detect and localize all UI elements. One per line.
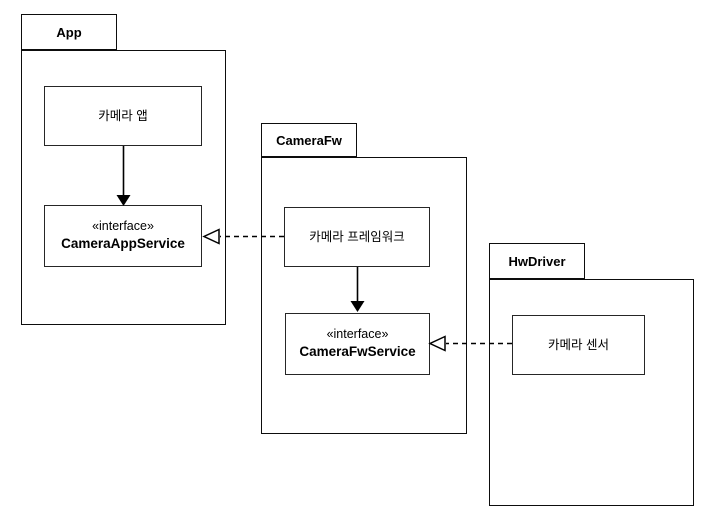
package-body-camerafw — [261, 157, 467, 434]
package-tab-hwdriver: HwDriver — [489, 243, 585, 279]
package-label-app: App — [56, 24, 82, 40]
node-camera-app-service-label: CameraAppService — [61, 236, 185, 252]
package-tab-camerafw: CameraFw — [261, 123, 357, 157]
node-camera-sensor-label: 카메라 센서 — [548, 337, 609, 352]
node-camera-fw-service: «interface» CameraFwService — [285, 313, 430, 375]
node-camera-framework: 카메라 프레임워크 — [284, 207, 430, 267]
node-camera-app-service: «interface» CameraAppService — [44, 205, 202, 267]
node-camera-app-service-stereotype: «interface» — [92, 219, 154, 234]
package-label-hwdriver: HwDriver — [508, 253, 566, 269]
package-tab-app: App — [21, 14, 117, 50]
node-camera-sensor: 카메라 센서 — [512, 315, 645, 375]
node-camera-app: 카메라 앱 — [44, 86, 202, 146]
node-camera-fw-service-label: CameraFwService — [299, 344, 416, 360]
node-camera-framework-label: 카메라 프레임워크 — [309, 229, 405, 244]
node-camera-app-label: 카메라 앱 — [98, 108, 148, 123]
node-camera-fw-service-stereotype: «interface» — [326, 327, 389, 342]
package-label-camerafw: CameraFw — [276, 132, 342, 148]
package-body-hwdriver — [489, 279, 694, 506]
